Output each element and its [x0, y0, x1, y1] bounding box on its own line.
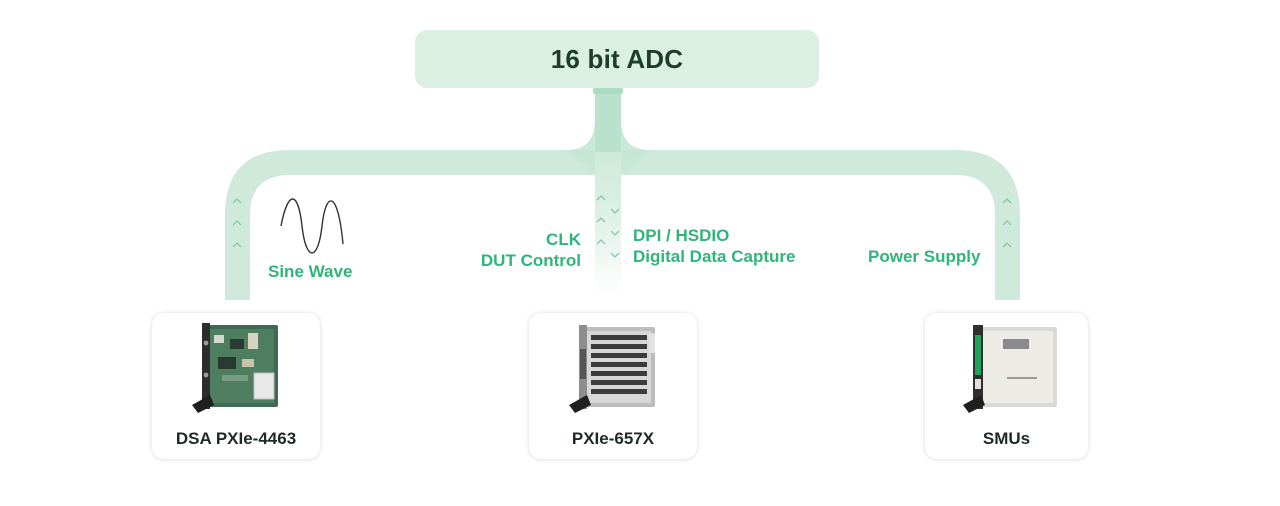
sine-wave-label: Sine Wave — [268, 261, 352, 282]
adc-title: 16 bit ADC — [550, 43, 684, 74]
bus-right-drop — [995, 215, 1020, 300]
power-supply-label: Power Supply — [868, 246, 980, 267]
dut-control-text: DUT Control — [480, 251, 581, 270]
instrument-card-pxie657x: PXIe-657X — [529, 313, 697, 459]
clk-text: CLK — [546, 230, 581, 249]
sine-wave-text: Sine Wave — [268, 262, 353, 281]
down-arrow-icons-center — [610, 208, 620, 258]
bus-left-branch — [225, 150, 595, 300]
instrument-card-dsa: DSA PXIe-4463 — [152, 313, 320, 459]
dpi-hsdio-text: DPI / HSDIO — [633, 226, 730, 245]
power-supply-text: Power Supply — [868, 247, 981, 266]
smu-module-image — [963, 325, 1057, 413]
sine-wave-icon — [280, 198, 344, 254]
bus-left-drop — [225, 215, 250, 300]
dsa-module-image — [192, 323, 278, 413]
instrument-card-smus: SMUs — [925, 313, 1088, 459]
pxie657x-module-image — [569, 325, 655, 413]
dpi-hsdio-label: DPI / HSDIO Digital Data Capture — [633, 225, 795, 267]
instrument-name: PXIe-657X — [571, 429, 655, 448]
bus-trunk-top — [595, 92, 621, 152]
instrument-name: DSA PXIe-4463 — [175, 429, 297, 448]
adc-box: 16 bit ADC — [415, 30, 819, 88]
bus-trunk-cap — [593, 88, 623, 94]
up-arrow-icons-left — [232, 198, 242, 248]
bus-trunk — [566, 92, 650, 295]
up-arrow-icons-right — [1002, 198, 1012, 248]
digital-capture-text: Digital Data Capture — [633, 247, 796, 266]
bus-right-branch — [621, 150, 1020, 300]
instrument-name: SMUs — [982, 429, 1031, 448]
up-arrow-icons-center — [596, 195, 606, 245]
clk-dut-label: CLK DUT Control — [481, 229, 581, 271]
